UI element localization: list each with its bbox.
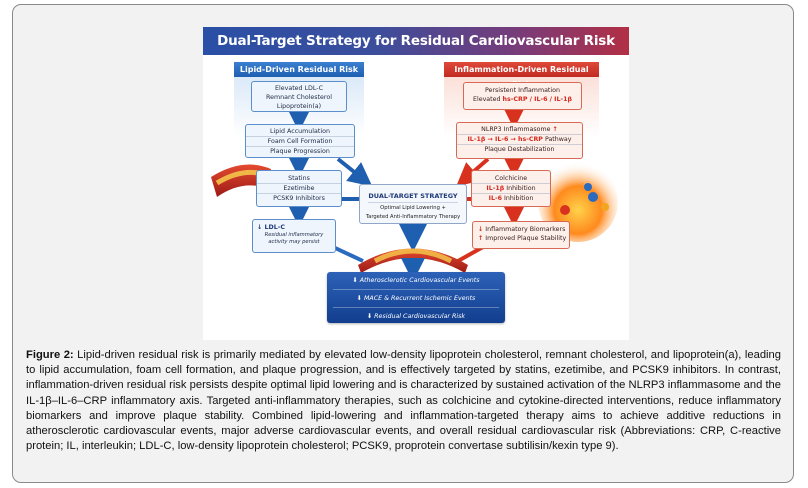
lipid-driver-remnant: Remnant Cholesterol — [266, 94, 332, 101]
lipid-mechanism-1: Lipid Accumulation — [246, 127, 354, 137]
strategy-heading: DUAL-TARGET STRATEGY — [368, 192, 458, 203]
lipid-column-header: Lipid-Driven Residual Risk — [234, 62, 364, 77]
figure-title: Dual-Target Strategy for Residual Cardio… — [203, 27, 629, 55]
il1b-inhibition: IL-1β Inhibition — [472, 184, 550, 194]
inflammation-result-box: ↓ Inflammatory Biomarkers ↑ Improved Pla… — [472, 221, 570, 249]
inflammation-drivers-box: Persistent Inflammation Elevated hs-CRP … — [463, 82, 582, 110]
outcomes-box: ⬇ Atherosclerotic Cardiovascular Events … — [327, 272, 505, 323]
plaque-destabilization: Plaque Destabilization — [484, 146, 555, 153]
lipid-mechanism-2: Foam Cell Formation — [246, 137, 354, 147]
lipid-drivers-box: Elevated LDL-C Remnant Cholesterol Lipop… — [251, 81, 347, 112]
nlrp3-row: NLRP3 Inflammasome ↑ — [457, 125, 582, 135]
il6-inhibition: IL-6 Inhibition — [488, 195, 534, 202]
therapy-statins: Statins — [257, 174, 341, 184]
outcome-residual-risk: ⬇ Residual Cardiovascular Risk — [366, 313, 466, 320]
down-arrow-icon: ↓ — [478, 226, 484, 233]
arrow-lipid-diagonal — [336, 157, 373, 187]
lipid-driver-lpa: Lipoprotein(a) — [276, 103, 322, 110]
inflammation-mechanism-box: NLRP3 Inflammasome ↑ IL-1β → IL-6 → hs-C… — [456, 122, 583, 159]
elevated-markers: Elevated hs-CRP / IL-6 / IL-1β — [472, 96, 573, 103]
caption-label: Figure 2: — [26, 349, 74, 361]
therapy-ezetimibe: Ezetimibe — [257, 184, 341, 194]
lipid-therapy-box: Statins Ezetimibe PCSK9 Inhibitors — [256, 170, 342, 207]
outcome-mace: ⬇ MACE & Recurrent Ischemic Events — [333, 290, 499, 308]
inflammation-column-header: Inflammation-Driven Residual Risk — [444, 62, 599, 89]
strategy-line-2: Targeted Anti-Inflammatory Therapy — [365, 214, 461, 220]
up-arrow-icon: ↑ — [478, 235, 484, 242]
figure-panel: Dual-Target Strategy for Residual Cardio… — [12, 4, 794, 483]
residual-inflammation-note: Residual inflammatory activity may persi… — [264, 232, 324, 245]
lipid-driver-ldl: Elevated LDL-C — [275, 85, 323, 92]
ldl-reduction: ↓ LDL-C — [257, 224, 285, 231]
inflammation-therapy-box: Colchicine IL-1β Inhibition IL-6 Inhibit… — [471, 170, 551, 207]
figure-image: Dual-Target Strategy for Residual Cardio… — [203, 27, 629, 340]
flow-arrows — [211, 105, 618, 282]
figure-caption: Figure 2: Lipid-driven residual risk is … — [26, 348, 781, 454]
arrow-inflam-diagonal — [455, 157, 490, 187]
up-arrow-icon: ↑ — [552, 126, 558, 133]
strategy-line-1: Optimal Lipid Lowering + — [380, 205, 446, 211]
dual-target-strategy-box: DUAL-TARGET STRATEGY Optimal Lipid Lower… — [359, 184, 467, 224]
outcome-ascvd-events: ⬇ Atherosclerotic Cardiovascular Events — [333, 272, 499, 290]
persistent-inflammation: Persistent Inflammation — [484, 87, 560, 94]
therapy-pcsk9: PCSK9 Inhibitors — [273, 195, 325, 202]
plaque-stability-row: ↑ Improved Plaque Stability — [478, 235, 567, 242]
caption-text: Lipid-driven residual risk is primarily … — [26, 349, 781, 453]
inflammatory-biomarkers-row: ↓ Inflammatory Biomarkers — [478, 226, 566, 233]
lipid-mechanism-3: Plaque Progression — [270, 148, 330, 155]
pathway-row: IL-1β → IL-6 → hs-CRP Pathway — [457, 135, 582, 145]
lipid-mechanism-box: Lipid Accumulation Foam Cell Formation P… — [245, 124, 355, 158]
therapy-colchicine: Colchicine — [472, 174, 550, 184]
lipid-result-box: ↓ LDL-C Residual inflammatory activity m… — [252, 219, 336, 253]
inflammatory-markers: hs-CRP / IL-6 / IL-1β — [502, 96, 573, 103]
